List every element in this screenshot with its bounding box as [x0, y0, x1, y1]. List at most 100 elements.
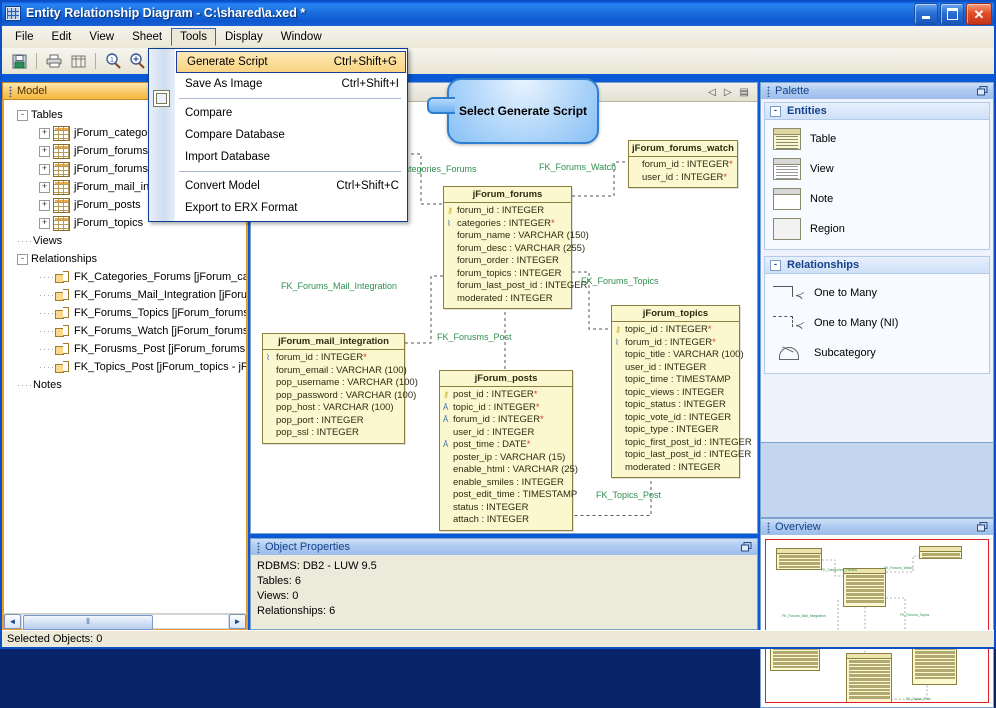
expand-toggle-icon[interactable]: + — [39, 200, 50, 211]
expand-toggle-icon[interactable]: + — [39, 164, 50, 175]
menu-display[interactable]: Display — [216, 28, 272, 46]
palette-item-subcategory[interactable]: Subcategory — [765, 338, 989, 368]
palette-entities-items: Table View Note Region — [764, 120, 990, 250]
palette-item-region[interactable]: Region — [765, 214, 989, 244]
nav-list-icon[interactable]: ▤ — [740, 87, 749, 98]
overview-table-row — [773, 666, 818, 669]
expand-toggle-icon[interactable]: + — [39, 182, 50, 193]
menu-file[interactable]: File — [6, 28, 43, 46]
scroll-track[interactable]: ⦀ — [21, 614, 229, 629]
menu-item-shortcut: Ctrl+Shift+C — [336, 180, 399, 192]
expand-toggle-icon[interactable]: + — [39, 146, 50, 157]
tree-item[interactable]: ····FK_Categories_Forums [jForum_categor… — [7, 268, 243, 286]
drag-grip-icon-2[interactable] — [257, 542, 260, 553]
palette-item-table[interactable]: Table — [765, 124, 989, 154]
drag-grip-icon-4[interactable] — [767, 522, 770, 533]
overview-relationship-label: FK_Forums_Watch — [884, 566, 913, 570]
table-icon — [53, 180, 70, 195]
relationship-label: FK_Forums_Watch — [539, 162, 616, 172]
palette-restore-icon[interactable] — [976, 85, 989, 97]
zoom-in-icon[interactable] — [126, 51, 148, 71]
print-icon[interactable] — [43, 51, 65, 71]
overview-restore-icon[interactable] — [976, 521, 989, 533]
scroll-right-button[interactable]: ► — [229, 614, 246, 629]
scroll-left-button[interactable]: ◄ — [4, 614, 21, 629]
one-to-many-ni-icon: ≺ — [773, 313, 805, 333]
model-tree-hscrollbar[interactable]: ◄ ⦀ ► — [2, 613, 248, 630]
menu-window[interactable]: Window — [272, 28, 331, 46]
palette-group-entities[interactable]: - Entities — [764, 102, 990, 120]
table-icon — [53, 216, 70, 231]
er-table-jForum_mail_integration[interactable]: jForum_mail_integration⌇forum_id : INTEG… — [262, 333, 405, 444]
object-properties-body: RDBMS: DB2 - LUW 9.5 Tables: 6 Views: 0 … — [250, 555, 758, 630]
er-column-label: forum_id : INTEGER — [625, 337, 712, 350]
required-marker: * — [527, 439, 531, 452]
tree-item[interactable]: ····FK_Forums_Mail_Integration [jForum_f… — [7, 286, 243, 304]
er-table-jForum_topics[interactable]: jForum_topics⚷topic_id : INTEGER*⌇forum_… — [611, 305, 740, 478]
menu-item-export-to-erx-format[interactable]: Export to ERX Format — [175, 197, 407, 219]
tree-item-label: jForum_forums — [74, 145, 148, 157]
er-column-label: forum_id : INTEGER — [453, 414, 540, 427]
save-icon[interactable] — [8, 51, 30, 71]
zoom-actual-icon[interactable]: 1 — [102, 51, 124, 71]
drag-grip-icon-3[interactable] — [767, 86, 770, 97]
overview-table-row — [915, 677, 955, 680]
menu-gutter — [149, 49, 175, 221]
menu-tools[interactable]: Tools — [171, 28, 216, 46]
overview-relationship-label: FK_Forums_Mail_Integration — [782, 614, 826, 618]
window-controls: ✕ — [914, 3, 992, 25]
foreign-key-icon: Ā — [443, 415, 453, 425]
collapse-toggle-icon[interactable]: - — [17, 110, 28, 121]
minimize-button[interactable] — [914, 3, 938, 25]
menu-item-import-database[interactable]: Import Database — [175, 146, 407, 168]
restore-icon[interactable] — [740, 541, 753, 553]
er-column-label: enable_smiles : INTEGER — [453, 477, 564, 490]
tree-item-label: FK_Forusms_Post [jForum_forums - jForum_… — [74, 343, 248, 355]
menu-sheet[interactable]: Sheet — [123, 28, 171, 46]
palette-item-one-to-many[interactable]: ≺ One to Many — [765, 278, 989, 308]
palette-item-one-to-many-ni[interactable]: ≺ One to Many (NI) — [765, 308, 989, 338]
overview-table-row — [849, 664, 890, 667]
nav-next-icon[interactable]: ▷ — [724, 87, 732, 98]
menu-item-label: Generate Script — [187, 56, 334, 68]
one-to-many-icon: ≺ — [773, 283, 805, 303]
menu-item-compare-database[interactable]: Compare Database — [175, 124, 407, 146]
tree-item[interactable]: ····Views — [7, 232, 243, 250]
palette-item-subcategory-label: Subcategory — [814, 347, 876, 359]
grid-icon[interactable] — [67, 51, 89, 71]
expand-toggle-icon[interactable]: + — [39, 218, 50, 229]
menu-item-label: Compare Database — [185, 129, 399, 141]
menu-edit[interactable]: Edit — [43, 28, 81, 46]
collapse-toggle-icon[interactable]: - — [17, 254, 28, 265]
tree-item[interactable]: -Relationships — [7, 250, 243, 268]
collapse-toggle-relationships[interactable]: - — [770, 260, 781, 271]
tree-item[interactable]: ····FK_Forums_Topics [jForum_forums - jF… — [7, 304, 243, 322]
tree-item[interactable]: ····FK_Forusms_Post [jForum_forums - jFo… — [7, 340, 243, 358]
expand-toggle-icon[interactable]: + — [39, 128, 50, 139]
tree-connector: ···· — [17, 380, 33, 390]
collapse-toggle-entities[interactable]: - — [770, 106, 781, 117]
palette-item-view[interactable]: View — [765, 154, 989, 184]
menu-view[interactable]: View — [80, 28, 123, 46]
er-table-jForum_forums[interactable]: jForum_forums⚷forum_id : INTEGER⌇categor… — [443, 186, 572, 309]
tree-item[interactable]: ····FK_Topics_Post [jForum_topics - jFor… — [7, 358, 243, 376]
menu-item-compare[interactable]: Compare — [175, 102, 407, 124]
drag-grip-icon[interactable] — [9, 86, 12, 97]
tree-item[interactable]: ····Notes — [7, 376, 243, 394]
callout-text: Select Generate Script — [459, 104, 587, 118]
maximize-button[interactable] — [940, 3, 964, 25]
palette-item-note[interactable]: Note — [765, 184, 989, 214]
palette-group-relationships[interactable]: - Relationships — [764, 256, 990, 274]
overview-table-header — [920, 547, 961, 552]
nav-prev-icon[interactable]: ◁ — [708, 87, 716, 98]
scroll-thumb[interactable]: ⦀ — [23, 615, 153, 630]
tree-item[interactable]: ····FK_Forums_Watch [jForum_forums - jFo… — [7, 322, 243, 340]
close-button[interactable]: ✕ — [966, 3, 992, 25]
